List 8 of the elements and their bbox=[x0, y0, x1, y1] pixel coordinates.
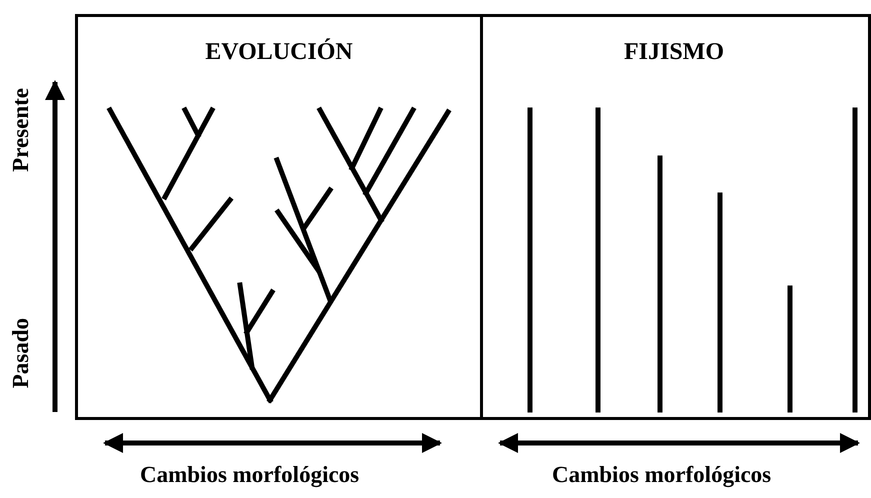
panel-title: EVOLUCIÓN bbox=[205, 39, 353, 66]
axis-label: Presente bbox=[8, 88, 34, 172]
panel-frame bbox=[480, 14, 871, 420]
axis-label: Cambios morfológicos bbox=[552, 462, 772, 488]
axis-label: Pasado bbox=[8, 318, 34, 388]
panel-title: FIJISMO bbox=[624, 39, 724, 66]
axis-label: Cambios morfológicos bbox=[140, 462, 360, 488]
panel-frame bbox=[75, 14, 483, 420]
